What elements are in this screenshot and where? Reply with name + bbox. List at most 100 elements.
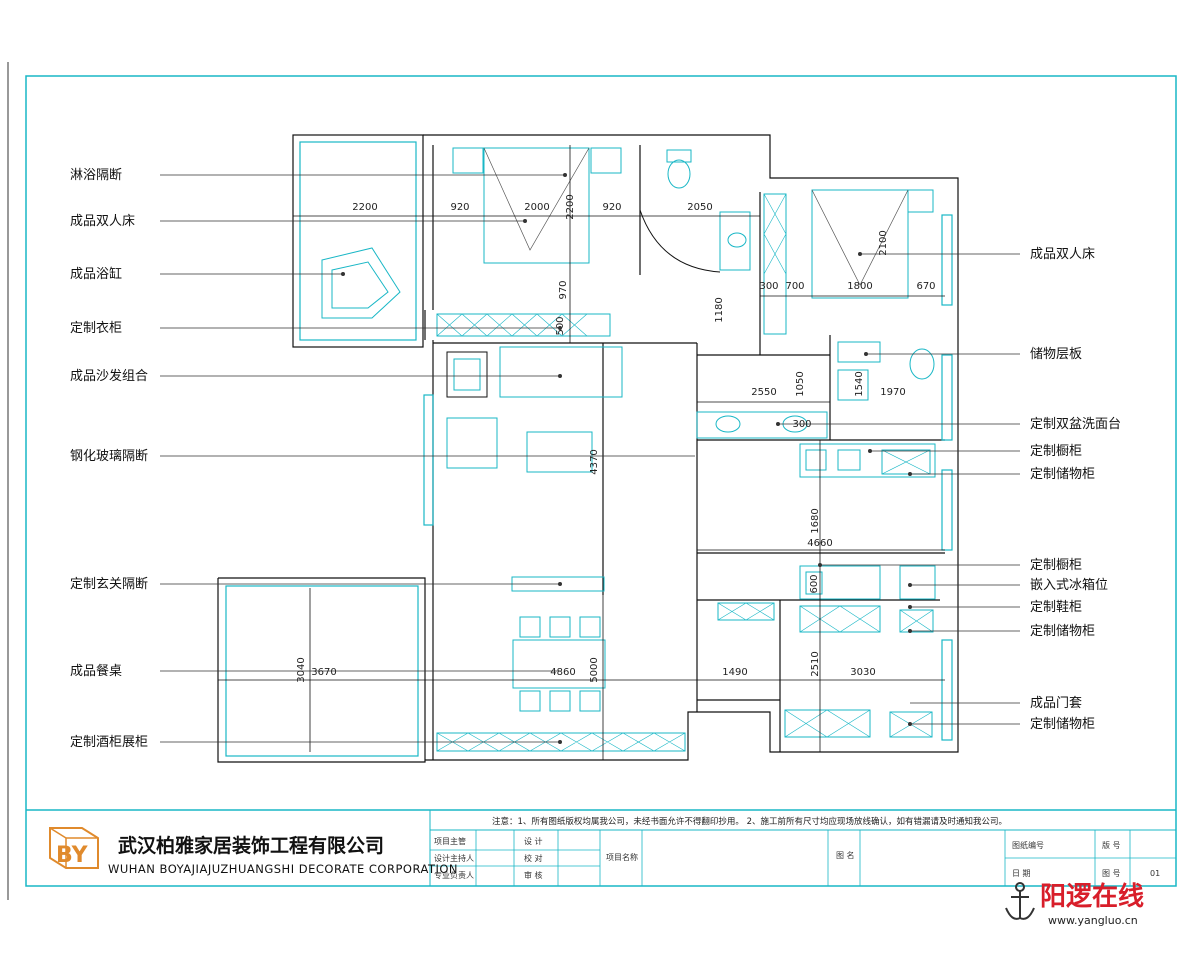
storage-shelf bbox=[837, 341, 881, 363]
stove-bottom bbox=[805, 571, 823, 595]
dimension-texts: 2200 920 2000 920 2050 2200 970 500 1180… bbox=[296, 194, 936, 682]
title-block: BY 武汉柏雅家居装饰工程有限公司 WUHAN BOYAJIAJUZHUANGS… bbox=[26, 809, 1176, 886]
dot-r-10 bbox=[908, 722, 912, 726]
bed-1 bbox=[483, 147, 590, 264]
dim-5000: 5000 bbox=[589, 657, 600, 682]
dot-l-8 bbox=[558, 740, 562, 744]
label-left-1: 成品双人床 bbox=[70, 214, 135, 229]
dot-l-0 bbox=[563, 173, 567, 177]
label-right-5: 定制橱柜 bbox=[1030, 558, 1082, 573]
label-left-5: 钢化玻璃隔断 bbox=[70, 449, 148, 464]
basin-1-sink bbox=[727, 232, 747, 248]
label-left-6: 定制玄关隔断 bbox=[70, 577, 148, 592]
logo-letters: BY bbox=[56, 843, 89, 868]
dim-2550: 2550 bbox=[751, 387, 776, 398]
dim-1540: 1540 bbox=[854, 371, 865, 396]
dot-l-3 bbox=[558, 326, 562, 330]
bed-1-fold bbox=[483, 147, 590, 251]
storage-cab-6 bbox=[889, 711, 933, 738]
labels-left: 淋浴隔断 成品双人床 成品浴缸 定制衣柜 成品沙发组合 钢化玻璃隔断 定制玄关隔… bbox=[70, 168, 148, 750]
dot-r-5 bbox=[818, 563, 822, 567]
shoe-cabinet-x bbox=[717, 602, 775, 621]
dim-bed2-0: 300 bbox=[759, 281, 778, 292]
leader-lines-right bbox=[778, 253, 1020, 725]
kitchen-cabinet-top bbox=[799, 443, 936, 478]
vanity bbox=[696, 411, 828, 439]
label-left-3: 定制衣柜 bbox=[70, 320, 122, 336]
dim-1680: 1680 bbox=[810, 508, 821, 533]
label-right-2: 定制双盆洗面台 bbox=[1030, 417, 1121, 432]
dim-600: 600 bbox=[809, 574, 820, 593]
labels-right: 成品双人床 储物层板 定制双盆洗面台 定制橱柜 定制储物柜 定制橱柜 嵌入式冰箱… bbox=[1030, 247, 1121, 732]
dot-r-3 bbox=[868, 449, 872, 453]
dim-4660: 4660 bbox=[807, 538, 832, 549]
dim-970: 970 bbox=[558, 280, 569, 299]
chair-2 bbox=[549, 616, 571, 638]
dim-500: 500 bbox=[555, 316, 566, 335]
dot-r-1 bbox=[864, 352, 868, 356]
logo-cube bbox=[49, 827, 99, 869]
bed-2-fold bbox=[811, 189, 909, 286]
dim-bed2-3: 670 bbox=[916, 281, 935, 292]
dim-300: 300 bbox=[792, 419, 811, 430]
dining-table bbox=[512, 639, 606, 689]
label-left-7: 成品餐桌 bbox=[70, 663, 122, 679]
wall-bathroom-main bbox=[292, 134, 424, 348]
toilet-tank bbox=[666, 149, 692, 163]
chair-4 bbox=[519, 690, 541, 712]
furniture bbox=[321, 147, 936, 752]
dim-top-4: 2050 bbox=[687, 202, 712, 213]
chair-3 bbox=[579, 616, 601, 638]
label-right-9: 成品门套 bbox=[1030, 695, 1082, 711]
wardrobe-2 bbox=[763, 193, 787, 335]
tb-version: 版 号 bbox=[1102, 840, 1121, 850]
anchor-icon bbox=[1005, 882, 1035, 920]
watermark-url: www.yangluo.cn bbox=[1048, 914, 1138, 927]
side-table bbox=[446, 351, 488, 398]
storage-cab-4-x bbox=[899, 609, 934, 633]
wall-balcony bbox=[217, 577, 426, 763]
tb-r2c1: 设计主持人 bbox=[434, 853, 474, 863]
bathtub-inner bbox=[331, 261, 389, 309]
leader-lines-left bbox=[160, 174, 695, 743]
label-right-3: 定制橱柜 bbox=[1030, 444, 1082, 459]
dot-r-6 bbox=[908, 583, 912, 587]
label-right-7: 定制鞋柜 bbox=[1030, 599, 1082, 615]
dot-l-6 bbox=[558, 582, 562, 586]
dot-r-7 bbox=[908, 605, 912, 609]
coffee-table bbox=[526, 431, 593, 473]
dimension-lines bbox=[218, 145, 945, 760]
label-right-8: 定制储物柜 bbox=[1030, 624, 1095, 639]
leader-dots-right bbox=[776, 252, 912, 726]
dot-r-8 bbox=[908, 629, 912, 633]
company-logo: BY bbox=[49, 827, 99, 869]
chair-5 bbox=[549, 690, 571, 712]
copyright-note: 注意：1、所有图纸版权均属我公司，未经书面允许不得翻印抄用。 2、施工前所有尺寸… bbox=[492, 816, 1007, 827]
window-bath2 bbox=[941, 354, 953, 441]
dim-2510: 2510 bbox=[810, 651, 821, 676]
chair-6 bbox=[579, 690, 601, 712]
label-right-0: 成品双人床 bbox=[1030, 247, 1095, 262]
label-left-2: 成品浴缸 bbox=[70, 266, 122, 282]
label-left-4: 成品沙发组合 bbox=[70, 368, 148, 384]
dim-bottom-0: 3670 bbox=[311, 667, 336, 678]
storage-cab-5-x bbox=[784, 709, 871, 738]
dot-r-0 bbox=[858, 252, 862, 256]
storage-cabinet-k bbox=[881, 449, 931, 475]
leader-dots-left bbox=[341, 173, 567, 744]
side-table-inner bbox=[453, 358, 481, 391]
dim-bed2-1: 700 bbox=[785, 281, 804, 292]
watermark-text: 阳逻在线 bbox=[1040, 882, 1144, 912]
toilet-bowl bbox=[667, 159, 691, 189]
dim-top-0: 2200 bbox=[352, 202, 377, 213]
dim-1180: 1180 bbox=[714, 297, 725, 322]
dot-r-4 bbox=[908, 472, 912, 476]
dot-r-2 bbox=[776, 422, 780, 426]
dim-1970: 1970 bbox=[880, 387, 905, 398]
window-bedroom2 bbox=[941, 214, 953, 306]
dim-top-2: 2000 bbox=[524, 202, 549, 213]
toilet-2 bbox=[909, 348, 935, 380]
nightstand-1a bbox=[452, 147, 484, 174]
